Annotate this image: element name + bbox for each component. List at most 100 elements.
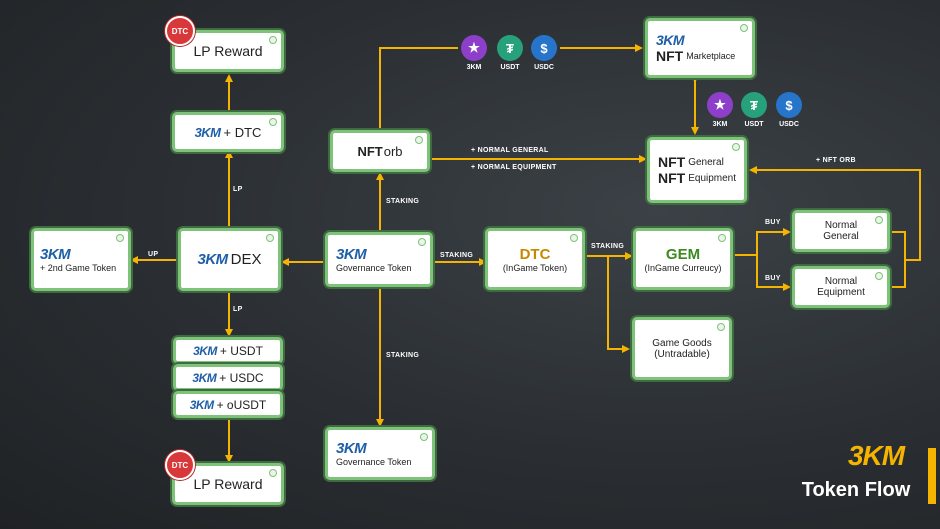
tether-icon: ₮ xyxy=(497,35,523,61)
lp-usdc-label: + USDC xyxy=(219,370,264,385)
lp-reward-top-node: LP Reward xyxy=(172,30,284,72)
corner-dot-icon xyxy=(732,143,740,151)
nft-label: NFT xyxy=(357,143,383,159)
corner-dot-icon xyxy=(875,216,883,224)
km-2nd-token-label: + 2nd Game Token xyxy=(40,263,117,273)
dtc-badge-icon: DTC xyxy=(165,450,195,480)
brand-logo: 3KM xyxy=(336,246,367,263)
staking-gem-label: STAKING xyxy=(591,243,625,250)
nft-label: NFT xyxy=(658,170,686,186)
km-2nd-token-node: 3KM + 2nd Game Token xyxy=(31,228,131,291)
tether-icon: ₮ xyxy=(741,92,767,118)
normal-equipment-flow-label: + NORMAL EQUIPMENT xyxy=(471,164,557,171)
coin-label: USDC xyxy=(779,121,799,128)
dtc-node: DTC (InGame Token) xyxy=(485,228,585,290)
normal-general-line2: General xyxy=(823,231,859,242)
coin-label: USDC xyxy=(534,64,554,71)
coin-label: USDT xyxy=(500,64,520,71)
corner-dot-icon xyxy=(269,469,277,477)
buy-top-label: BUY xyxy=(765,219,781,226)
governance-main-label: Governance Token xyxy=(336,263,412,273)
staking-down-label: STAKING xyxy=(386,352,420,359)
marketplace-node: 3KM NFT Marketplace xyxy=(645,18,755,78)
dex-node: 3KM DEX xyxy=(178,228,281,291)
corner-dot-icon xyxy=(570,234,578,242)
arrow-normal-loop xyxy=(892,231,906,288)
lp-reward-bottom-label: LP Reward xyxy=(193,476,263,492)
arrow-gem-to-normalgeneral xyxy=(733,228,791,256)
corner-dot-icon xyxy=(116,234,124,242)
corner-dot-icon xyxy=(740,24,748,32)
staking-right-label: STAKING xyxy=(440,252,474,259)
brand-logo: 3KM xyxy=(193,343,217,358)
game-goods-line2: (Untradable) xyxy=(654,348,710,360)
normal-general-node: Normal General xyxy=(792,210,890,252)
arrow-nftorb-feedback xyxy=(749,166,921,261)
normal-general-flow-label: + NORMAL GENERAL xyxy=(471,147,549,154)
km-dtc-node: 3KM + DTC xyxy=(172,112,284,152)
usdc-icon: $ xyxy=(531,35,557,61)
nft-general-equipment-node: NFT General NFT Equipment xyxy=(647,137,747,203)
governance-bottom-label: Governance Token xyxy=(336,457,412,467)
lp-usdc-node: 3KM + USDC xyxy=(173,364,283,391)
corner-dot-icon xyxy=(717,323,725,331)
corner-dot-icon xyxy=(269,36,277,44)
corner-dot-icon xyxy=(418,238,426,246)
3km-coin-icon: ★ xyxy=(461,35,487,61)
brand-logo: 3KM xyxy=(40,246,71,263)
governance-bottom-node: 3KM Governance Token xyxy=(325,427,435,480)
gem-node: GEM (InGame Curreucy) xyxy=(633,228,733,290)
up-label: UP xyxy=(148,251,159,258)
brand-logo: 3KM xyxy=(189,397,214,412)
game-goods-node: Game Goods (Untradable) xyxy=(632,317,732,380)
km-dtc-label: + DTC xyxy=(223,124,262,140)
staking-up-label: STAKING xyxy=(386,198,420,205)
brand-logo: 3KM xyxy=(192,370,217,385)
3km-coin-icon: ★ xyxy=(707,92,733,118)
corner-dot-icon xyxy=(718,234,726,242)
arrow-nftorb-to-marketplace xyxy=(379,47,458,130)
nft-equipment-label: Equipment xyxy=(688,172,737,184)
lp-usdt-label: + USDT xyxy=(219,343,263,358)
footer-brand-logo: 3KM xyxy=(847,440,905,471)
lp-reward-top-label: LP Reward xyxy=(193,43,263,59)
corner-dot-icon xyxy=(269,118,277,126)
normal-general-line1: Normal xyxy=(824,220,858,231)
normal-equipment-line1: Normal xyxy=(824,276,858,287)
lp-up-label: LP xyxy=(233,186,243,193)
usdc-icon: $ xyxy=(776,92,802,118)
lp-ousdt-node: 3KM + oUSDT xyxy=(173,391,283,418)
coin-label: 3KM xyxy=(466,64,482,71)
nft-orb-flow-label: + NFT ORB xyxy=(816,157,856,164)
normal-equipment-line2: Equipment xyxy=(817,287,865,298)
dtc-badge-icon: DTC xyxy=(165,16,195,46)
arrow-dtc-to-gamegoods xyxy=(600,255,630,353)
lp-down-label: LP xyxy=(233,306,243,313)
marketplace-label: Marketplace xyxy=(686,51,736,61)
footer-title: Token Flow xyxy=(801,479,911,501)
corner-dot-icon xyxy=(415,136,423,144)
nft-label: NFT xyxy=(658,154,686,170)
nftorb-node: NFT orb xyxy=(330,130,430,172)
arrow-gem-to-normalequip xyxy=(756,255,791,291)
dtc-sub: (InGame Token) xyxy=(502,262,568,273)
gem-title: GEM xyxy=(665,245,701,263)
nft-label: NFT xyxy=(656,48,684,64)
brand-logo: 3KM xyxy=(194,124,221,140)
brand-logo: 3KM xyxy=(197,251,228,268)
brand-logo: 3KM xyxy=(336,440,367,457)
nftorb-label: orb xyxy=(383,143,403,159)
nft-general-label: General xyxy=(688,156,724,168)
coin-label: 3KM xyxy=(712,121,728,128)
dtc-title: DTC xyxy=(519,245,551,263)
dex-label: DEX xyxy=(230,251,262,268)
corner-dot-icon xyxy=(420,433,428,441)
governance-main-node: 3KM Governance Token xyxy=(325,232,433,287)
lp-usdt-node: 3KM + USDT xyxy=(173,337,283,364)
normal-equipment-node: Normal Equipment xyxy=(792,266,890,308)
brand-logo: 3KM xyxy=(656,32,685,48)
corner-dot-icon xyxy=(875,272,883,280)
buy-bottom-label: BUY xyxy=(765,275,781,282)
